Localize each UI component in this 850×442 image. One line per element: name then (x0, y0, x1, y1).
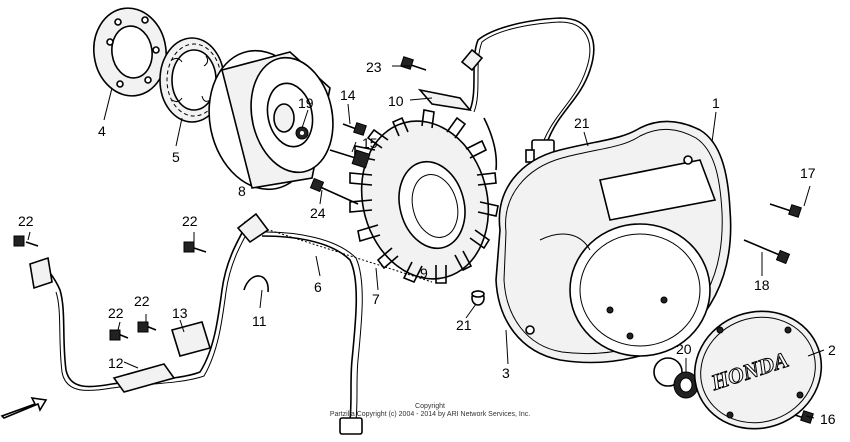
leader-lines (27, 65, 825, 419)
bolt-14 (342, 122, 367, 136)
bolt-15 (329, 149, 371, 169)
copyright-notice: Copyright Partzilla Copyright (c) 2004 -… (300, 403, 560, 419)
label-part-12: 12 (108, 355, 124, 371)
bolt-22-lower-left (109, 329, 129, 341)
wire-harness (29, 212, 433, 435)
wire-bracket (417, 88, 472, 112)
label-part-11: 11 (252, 313, 267, 329)
bolt-17 (769, 203, 802, 218)
label-part-21-top: 21 (574, 115, 590, 131)
label-part-18: 18 (754, 277, 770, 293)
bolt-23 (400, 56, 427, 71)
label-part-22-lower-left: 22 (108, 305, 124, 321)
label-part-1: 1 (712, 95, 720, 111)
bolt-18 (743, 239, 791, 265)
copyright-line-2: Partzilla Copyright (c) 2004 - 2014 by A… (329, 411, 531, 418)
oil-seal (673, 371, 699, 399)
label-part-19: 19 (298, 95, 314, 111)
bolt-22-far-left (13, 235, 39, 247)
cover-cap: HONDA (693, 310, 823, 430)
label-part-23: 23 (366, 59, 382, 75)
flywheel-rotor (208, 49, 334, 191)
stator (349, 109, 499, 284)
label-part-4: 4 (98, 123, 106, 139)
label-part-15: 15 (362, 135, 378, 151)
label-part-24: 24 (310, 205, 326, 221)
bolt-24 (309, 177, 359, 205)
label-part-14: 14 (340, 87, 356, 103)
label-part-2: 2 (828, 342, 836, 358)
label-part-17: 17 (800, 165, 816, 181)
label-part-6: 6 (314, 279, 322, 295)
front-arrow-icon (0, 396, 48, 419)
label-part-8: 8 (238, 183, 246, 199)
label-part-20: 20 (676, 341, 692, 357)
label-part-21-bottom: 21 (456, 317, 472, 333)
flywheel-plate (93, 7, 167, 97)
bolt-22-center (183, 241, 207, 253)
label-part-13: 13 (172, 305, 188, 321)
label-part-22-lower-right: 22 (134, 293, 150, 309)
bolt-22-lower-right (137, 321, 157, 333)
part-labels: 4 5 19 14 15 8 24 23 10 9 21 1 17 18 2 1… (18, 59, 836, 427)
label-part-22-far-left: 22 (18, 213, 34, 229)
label-part-16: 16 (820, 411, 836, 427)
label-part-5: 5 (172, 149, 180, 165)
label-part-9: 9 (420, 265, 428, 281)
copyright-line-1: Copyright (415, 403, 445, 410)
label-part-3: 3 (502, 365, 510, 381)
crankcase-cover (495, 120, 732, 387)
label-part-22-center: 22 (182, 213, 198, 229)
dowel-21-bottom (471, 290, 485, 306)
label-part-10: 10 (388, 93, 404, 109)
label-part-7: 7 (372, 291, 380, 307)
